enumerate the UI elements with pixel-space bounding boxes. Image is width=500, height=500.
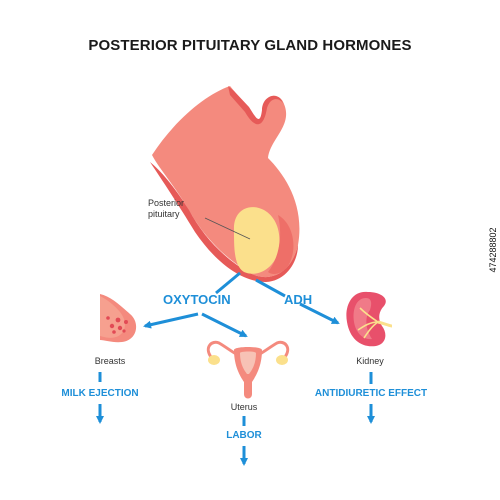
milk-ejection-label: MILK EJECTION (61, 388, 139, 399)
stock-id-vertical: 474288802 (487, 0, 499, 500)
page-title: POSTERIOR PITUITARY GLAND HORMONES (88, 37, 412, 54)
posterior-pituitary-label: Posterior pituitary (148, 198, 185, 219)
pituitary-outline (150, 162, 298, 282)
uterus-label: Uterus (230, 402, 258, 412)
stalk-top-edge (228, 86, 284, 125)
pituitary-gland (150, 86, 300, 282)
arrow-to-oxytocin (215, 271, 241, 295)
anterior-shadow (268, 215, 294, 274)
oxytocin-label: OXYTOCIN (163, 292, 231, 307)
antidiuretic-effect-label: ANTIDIURETIC EFFECT (314, 388, 428, 399)
adh-label: ADH (284, 292, 313, 307)
kidney-illustration (346, 291, 393, 347)
pituitary-pointer-line (204, 217, 251, 240)
arrow-to-uterus (201, 312, 248, 338)
uterus-illustration (206, 340, 290, 399)
arrow-to-adh (255, 278, 286, 298)
posterior-lobe (233, 207, 280, 274)
stock-id-text: 474288802 (488, 227, 498, 273)
arrow-to-breasts (143, 312, 199, 329)
breast-illustration (100, 294, 137, 343)
labor-label: LABOR (226, 430, 262, 441)
breasts-label: Breasts (94, 356, 126, 366)
kidney-label: Kidney (356, 356, 384, 366)
arrow-to-kidney (299, 302, 340, 325)
